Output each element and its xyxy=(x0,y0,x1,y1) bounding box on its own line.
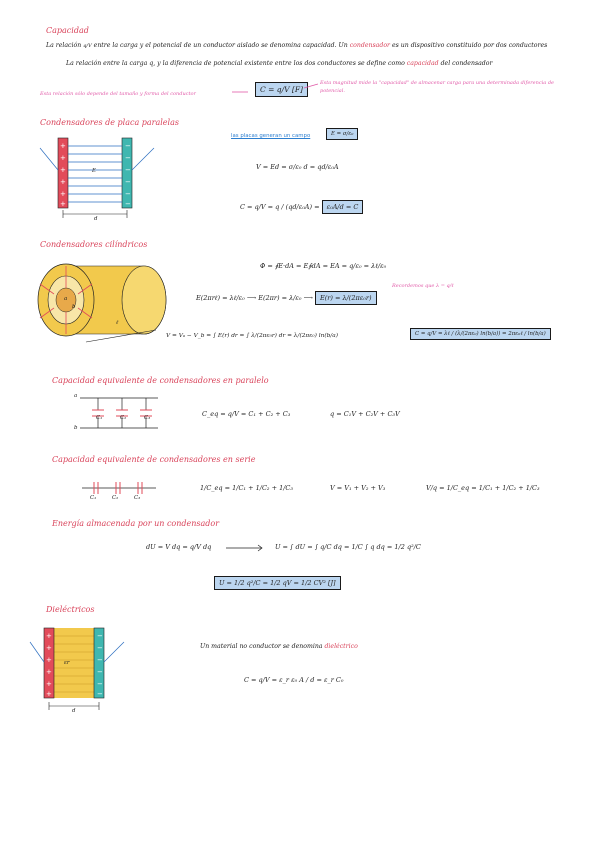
placa-eq2-box: ε₀A/d = C xyxy=(321,200,364,214)
dielectricos-eq: C = q/V = ε_r ε₀ A / d = ε_r C₀ xyxy=(244,676,344,684)
label-c3-series: C₃ xyxy=(134,495,141,501)
svg-text:−: − xyxy=(97,644,103,652)
p1-text-a: La relación xyxy=(46,42,82,49)
svg-text:−: − xyxy=(97,668,103,676)
svg-text:−: − xyxy=(97,690,103,698)
placa-eq1: V = Ed = σ/ε₀ d = qd/ε₀A xyxy=(256,163,339,171)
p2-text-a: La relación entre la carga q, y la difer… xyxy=(66,60,405,67)
section-title-capacidad: Capacidad xyxy=(46,26,89,35)
svg-text:+: + xyxy=(60,142,66,150)
cilindro-eq2: E(2πrℓ) = λℓ/ε₀ ⟶ E(2πr) = λ/ε₀ ⟶ E(r) =… xyxy=(196,291,377,305)
negative-plate xyxy=(121,137,133,209)
placa-eq2-text: C = q/V = q / (qd/ε₀A) = xyxy=(240,203,320,211)
svg-text:+: + xyxy=(60,200,66,208)
parallel-plate-diagram: + + + + + + − − − − − − xyxy=(39,137,155,218)
svg-text:−: − xyxy=(97,632,103,640)
capacidad-note-right-2: potencial. xyxy=(320,88,345,94)
series-circuit-diagram xyxy=(82,482,156,494)
dielectricos-text: Un material no conductor se denomina die… xyxy=(200,643,358,650)
capacidad-note-right-1: Esta magnitud mide la "capacidad" de alm… xyxy=(320,80,554,86)
section-title-energia: Energía almacenada por un condensador xyxy=(52,519,220,528)
node-a-parallel: a xyxy=(74,393,78,399)
capacidad-note-left: Esta relación sólo depende del tamaño y … xyxy=(40,91,196,97)
svg-text:−: − xyxy=(125,154,131,162)
svg-text:−: − xyxy=(97,656,103,664)
field-lines xyxy=(68,145,122,203)
svg-text:+: + xyxy=(60,178,66,186)
cilindro-eq3: V = Vₐ − V_b = ∫ E(r) dr = ∫ λ/(2πε₀r) d… xyxy=(166,333,338,339)
cilindro-eq1: Φ = ∮E·dA = E∮dA = EA = q/ε₀ = λℓ/ε₀ xyxy=(260,262,387,270)
p2-highlight: capacidad xyxy=(406,60,439,67)
svg-text:−: − xyxy=(125,190,131,198)
dielectric-negative-plate xyxy=(93,627,105,699)
placa-e-formula-box: E = σ/ε₀ xyxy=(326,128,359,140)
svg-text:−: − xyxy=(125,178,131,186)
capacidad-paragraph-2: La relación entre la carga q, y la difer… xyxy=(66,60,492,67)
section-title-serie: Capacidad equivalente de condensadores e… xyxy=(52,455,256,464)
svg-text:+: + xyxy=(46,690,52,698)
arrow-right-note-icon xyxy=(303,83,319,89)
svg-text:+: + xyxy=(60,190,66,198)
label-c1-series: C₁ xyxy=(90,495,97,501)
cylindrical-capacitor-diagram xyxy=(37,263,167,343)
paralelo-eq1: C_eq = q/V = C₁ + C₂ + C₃ xyxy=(202,410,291,418)
section-title-dielectricos: Dieléctricos xyxy=(46,605,95,614)
svg-text:+: + xyxy=(46,632,52,640)
label-c1-parallel: C₁ xyxy=(96,415,103,421)
cilindro-eq3-box: C = q/V = λℓ / (λ/(2πε₀) ln(b/a)) = 2πε₀… xyxy=(410,328,551,340)
svg-text:−: − xyxy=(125,142,131,150)
node-b-parallel: b xyxy=(74,425,78,431)
dielectricos-text-a: Un material no conductor se denomina xyxy=(200,643,323,650)
cilindro-eq2-a: E(2πrℓ) = λℓ/ε₀ xyxy=(196,294,245,302)
dielectric-capacitor-diagram: + + + + + + − − − − − − xyxy=(29,627,125,710)
cilindro-eq2-box: E(r) = λ/(2πε₀r) xyxy=(315,291,377,305)
label-l-cylinder: ℓ xyxy=(116,320,119,326)
label-E-field: E xyxy=(92,168,96,174)
dielectricos-highlight: dieléctrico xyxy=(324,643,358,650)
dielectric-material xyxy=(54,628,94,698)
svg-text:−: − xyxy=(125,166,131,174)
label-c2-parallel: C₂ xyxy=(120,415,127,421)
arrow-left-note-icon xyxy=(232,91,248,93)
placa-note: las placas generan un campo xyxy=(231,133,311,139)
p1-text-d: es un dispositivo constituido por dos co… xyxy=(391,42,548,49)
serie-eq2: V = V₁ + V₂ + V₃ xyxy=(330,484,386,492)
svg-text:+: + xyxy=(46,680,52,688)
label-d-plate: d xyxy=(94,216,98,222)
label-a-cylinder: a xyxy=(64,296,68,302)
label-c2-series: C₂ xyxy=(112,495,119,501)
energia-eq1: dU = V dq = q/V dq xyxy=(146,543,212,551)
svg-text:−: − xyxy=(125,200,131,208)
label-d-dielectric: d xyxy=(72,708,76,714)
svg-text:+: + xyxy=(46,668,52,676)
section-title-cilindro: Condensadores cilíndricos xyxy=(40,240,148,249)
energia-eq2: U = ∫ dU = ∫ q/C dq = 1/C ∫ q dq = 1/2 q… xyxy=(275,543,421,551)
svg-text:+: + xyxy=(46,644,52,652)
arrow-energia-icon xyxy=(226,544,263,552)
serie-eq1: 1/C_eq = 1/C₁ + 1/C₂ + 1/C₃ xyxy=(200,484,294,492)
p1-text-b: entre la carga y el potencial de un cond… xyxy=(93,42,348,49)
section-title-paralelo: Capacidad equivalente de condensadores e… xyxy=(52,376,269,385)
svg-text:+: + xyxy=(60,166,66,174)
dielectric-positive-plate xyxy=(43,627,55,699)
p2-text-c: del condensador xyxy=(440,60,493,67)
label-er: εr xyxy=(64,660,70,666)
svg-text:+: + xyxy=(46,656,52,664)
label-b-cylinder: b xyxy=(72,304,76,310)
positive-plate xyxy=(57,137,69,209)
capacidad-formula-box: C = q/V [F] xyxy=(255,82,308,97)
capacidad-paragraph-1: La relación q/V entre la carga y el pote… xyxy=(46,42,548,49)
parallel-circuit-diagram xyxy=(80,397,158,429)
section-title-placa: Condensadores de placa paralelas xyxy=(40,118,179,127)
label-c3-parallel: C₃ xyxy=(144,415,151,421)
svg-text:−: − xyxy=(97,680,103,688)
cilindro-note: Recordemos que λ = q/ℓ xyxy=(392,283,454,289)
cilindro-eq2-b: E(2πr) = λ/ε₀ xyxy=(258,294,302,302)
energia-eq-box: U = 1/2 q²/C = 1/2 qV = 1/2 CV² [J] xyxy=(214,576,341,590)
placa-eq2: C = q/V = q / (qd/ε₀A) = ε₀A/d = C xyxy=(240,200,364,214)
paralelo-eq2: q = C₁V + C₂V + C₃V xyxy=(330,410,400,418)
p1-highlight: condensador xyxy=(349,42,391,49)
serie-eq3: V/q = 1/C_eq = 1/C₁ + 1/C₂ + 1/C₃ xyxy=(426,484,540,492)
svg-text:+: + xyxy=(60,154,66,162)
